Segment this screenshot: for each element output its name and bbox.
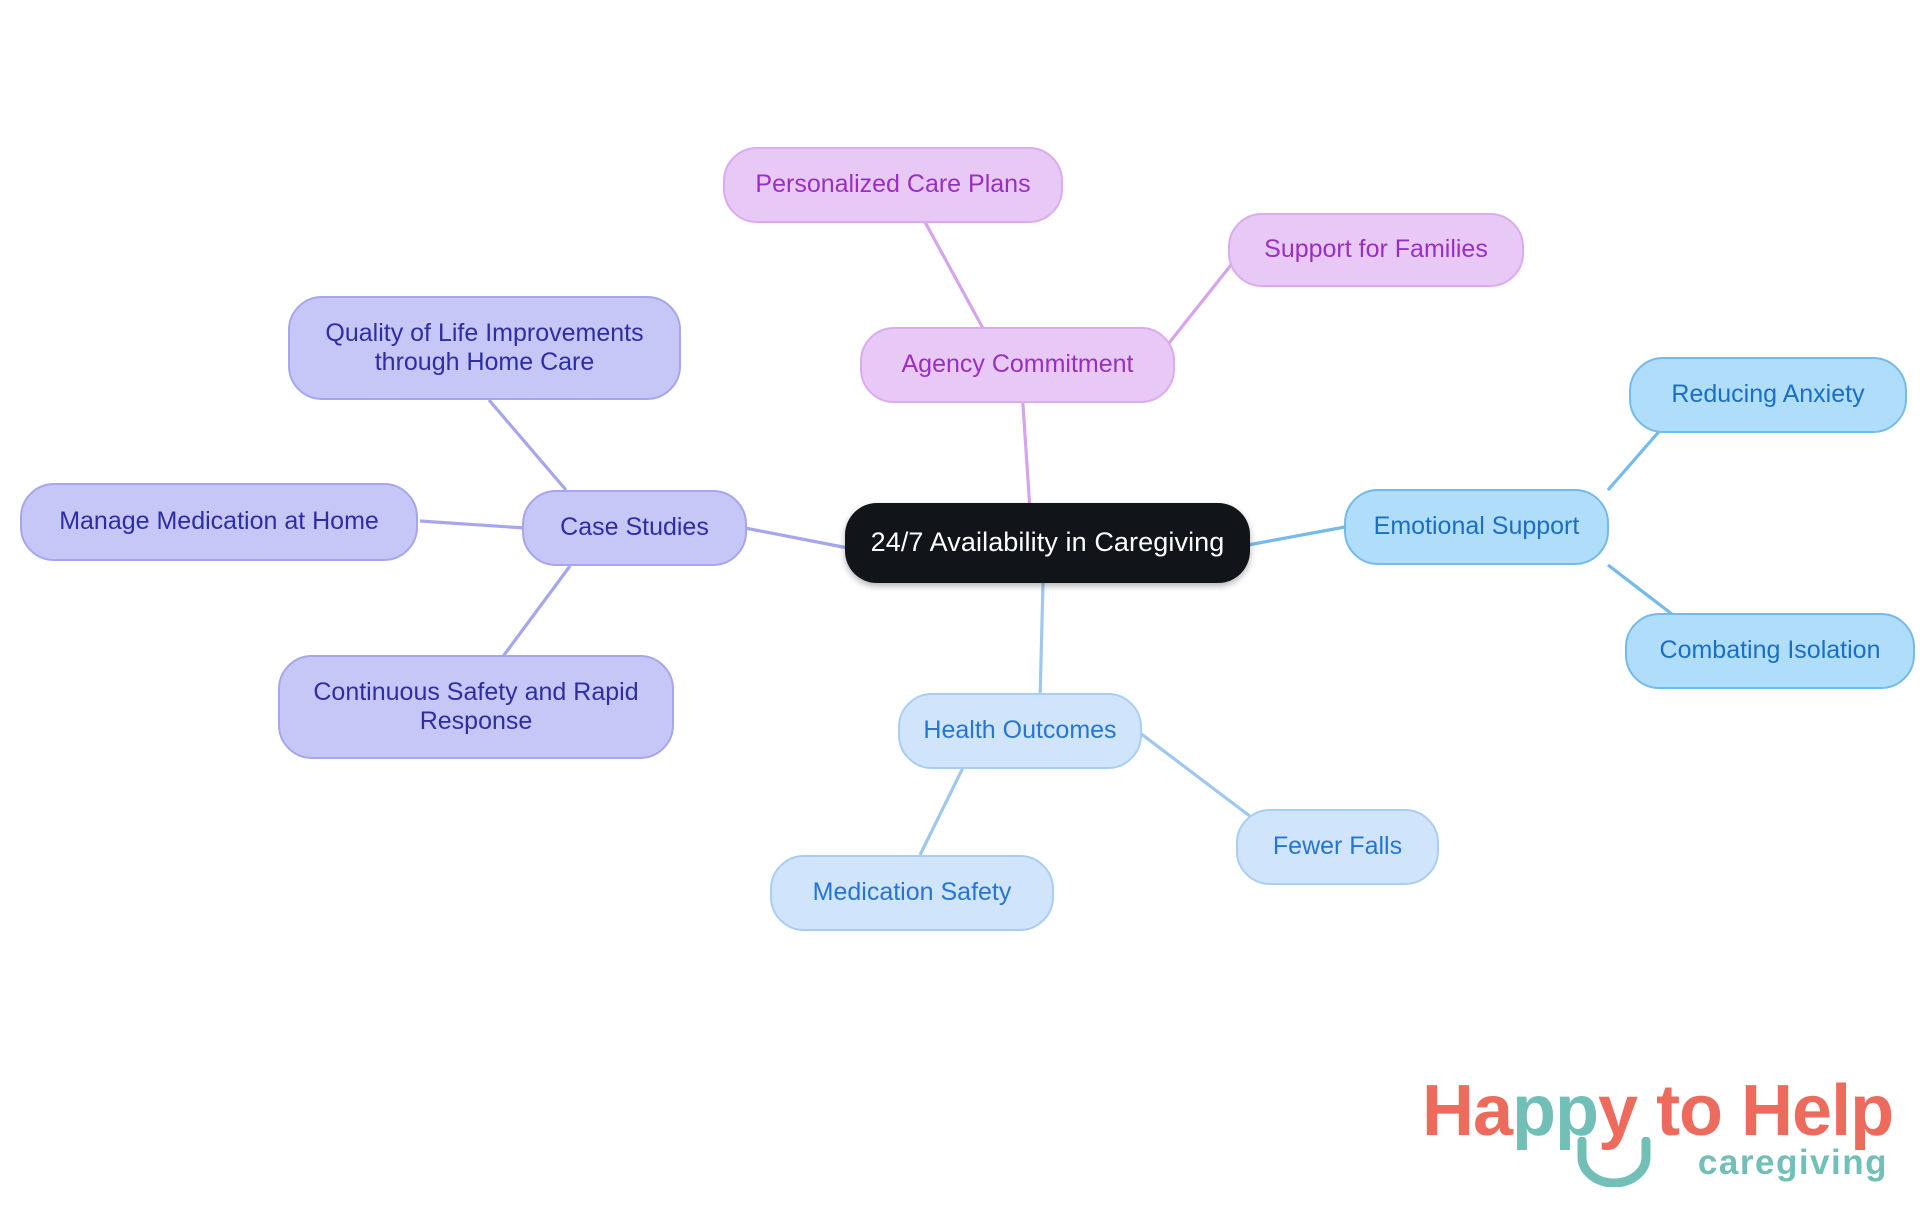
mindmap-root-label: 24/7 Availability in Caregiving [870, 527, 1225, 558]
mindmap-node-label: Case Studies [560, 513, 709, 542]
mindmap-node-label: Emotional Support [1373, 512, 1580, 541]
edge-health-fewer-falls [1139, 731, 1256, 822]
mindmap-node-case-studies[interactable]: Case Studies [522, 490, 747, 566]
edge-case-studies-manage-medication [419, 519, 526, 530]
mindmap-node-label: Personalized Care Plans [755, 170, 1031, 199]
mindmap-root-node[interactable]: 24/7 Availability in Caregiving [845, 503, 1250, 583]
happy-to-help-logo: Happy to Help caregiving [1422, 1075, 1894, 1193]
logo-word-part-3: y to Help [1598, 1071, 1894, 1151]
mindmap-node-medication-safety[interactable]: Medication Safety [770, 855, 1054, 931]
mindmap-node-label: Reducing Anxiety [1671, 380, 1865, 409]
edge-agency-personalized-care-plans [923, 221, 987, 333]
mindmap-node-support-for-families[interactable]: Support for Families [1228, 213, 1524, 287]
mindmap-node-manage-medication[interactable]: Manage Medication at Home [20, 483, 418, 561]
logo-wordmark: Happy to Help [1422, 1075, 1894, 1147]
mindmap-node-health-outcomes[interactable]: Health Outcomes [898, 693, 1142, 769]
mindmap-node-label: Quality of Life Improvements through Hom… [325, 318, 644, 377]
edge-root-agency-commitment [1020, 389, 1032, 511]
mindmap-node-continuous-safety[interactable]: Continuous Safety and Rapid Response [278, 655, 674, 759]
mindmap-node-emotional-support[interactable]: Emotional Support [1344, 489, 1609, 565]
smile-arc-icon [1577, 1137, 1651, 1187]
mindmap-node-label: Combating Isolation [1659, 636, 1881, 665]
logo-tagline: caregiving [1697, 1143, 1888, 1182]
mindmap-node-fewer-falls[interactable]: Fewer Falls [1236, 809, 1439, 885]
mindmap-node-label: Continuous Safety and Rapid Response [313, 677, 639, 736]
mindmap-node-label: Medication Safety [812, 878, 1012, 907]
edge-case-studies-quality-of-life [487, 398, 568, 492]
logo-word-part-2: pp [1512, 1071, 1599, 1151]
mindmap-node-quality-of-life[interactable]: Quality of Life Improvements through Hom… [288, 296, 681, 400]
mindmap-node-label: Agency Commitment [901, 350, 1134, 379]
mindmap-node-reducing-anxiety[interactable]: Reducing Anxiety [1629, 357, 1907, 433]
edge-root-case-studies [744, 526, 849, 550]
mindmap-node-agency-commitment[interactable]: Agency Commitment [860, 327, 1175, 403]
mindmap-node-label: Manage Medication at Home [59, 507, 379, 536]
mindmap-node-label: Health Outcomes [923, 716, 1117, 745]
edge-root-emotional-support [1247, 525, 1346, 547]
mindmap-node-label: Support for Families [1264, 235, 1488, 264]
logo-word-part-1: Ha [1422, 1071, 1513, 1151]
mindmap-node-label: Fewer Falls [1272, 832, 1403, 861]
edge-root-health-outcomes [1038, 582, 1045, 701]
mindmap-node-combating-isolation[interactable]: Combating Isolation [1625, 613, 1915, 689]
mindmap-node-personalized-care-plans[interactable]: Personalized Care Plans [723, 147, 1063, 223]
edge-agency-support-for-families [1163, 259, 1237, 349]
